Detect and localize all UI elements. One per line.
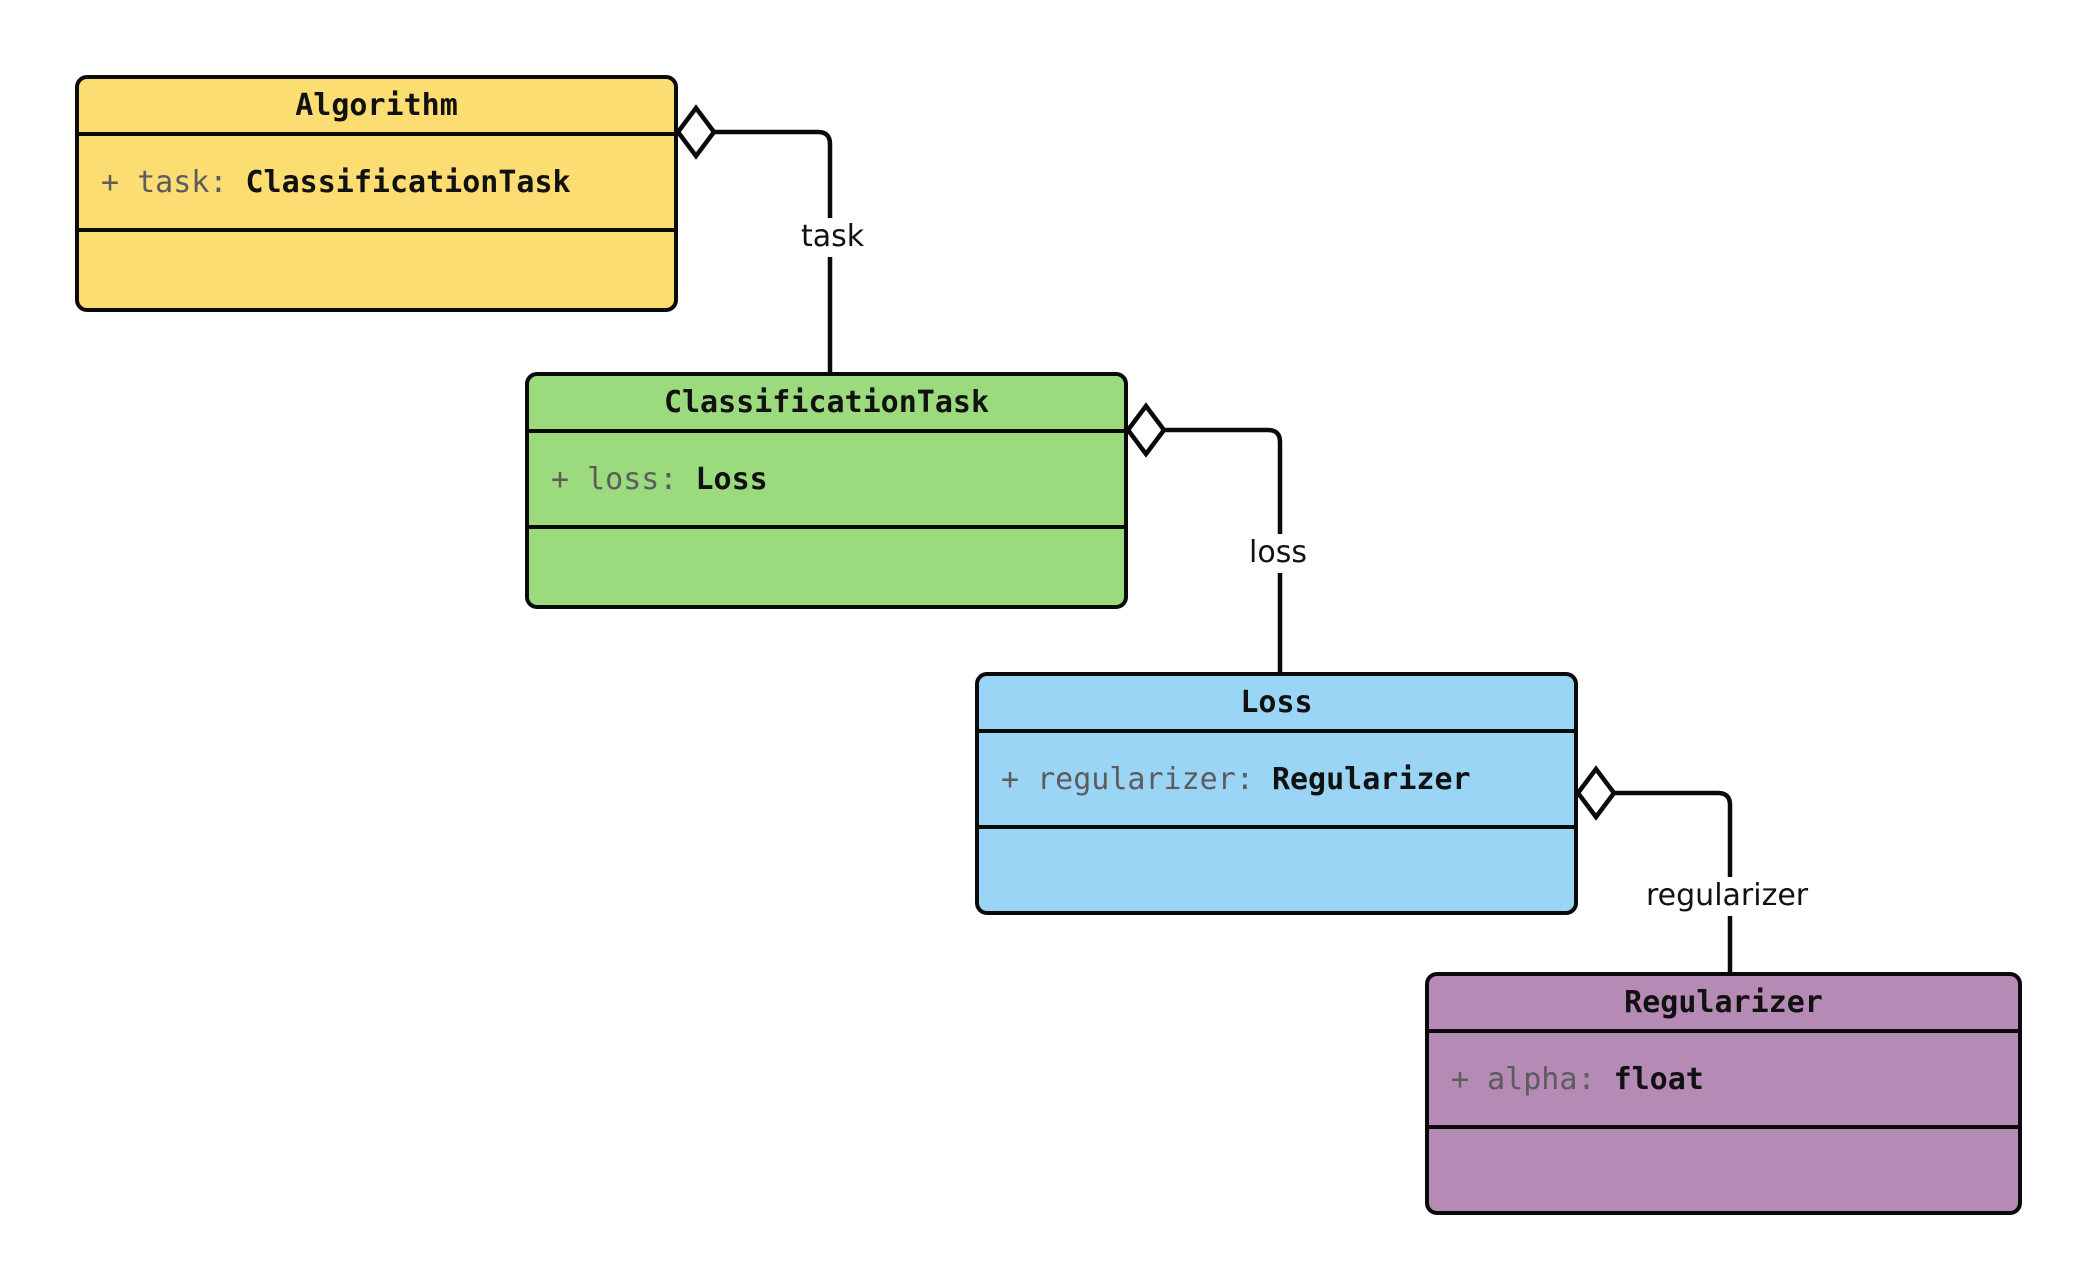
class-attributes-algorithm: + task: ClassificationTask [79,136,674,232]
class-title-loss: Loss [979,676,1574,733]
attribute-visibility: + [551,461,570,497]
class-box-regularizer[interactable]: Regularizer + alpha: float [1425,972,2022,1215]
class-methods-classification-task [529,529,1124,605]
attribute-row: + regularizer: Regularizer [1001,762,1471,797]
class-box-loss[interactable]: Loss + regularizer: Regularizer [975,672,1578,915]
class-box-classification-task[interactable]: ClassificationTask + loss: Loss [525,372,1128,609]
attribute-visibility: + [1451,1061,1470,1097]
aggregation-diamond-loss [1125,402,1167,458]
attribute-name: loss [587,461,660,497]
attribute-separator: : [209,164,228,200]
attribute-type: Regularizer [1271,761,1471,797]
attribute-row: + task: ClassificationTask [101,165,571,200]
attribute-name: regularizer [1037,761,1236,797]
attribute-row: + loss: Loss [551,462,768,497]
class-methods-regularizer [1429,1129,2018,1211]
aggregation-diamond-regularizer [1575,765,1617,821]
class-box-algorithm[interactable]: Algorithm + task: ClassificationTask [75,75,678,312]
attribute-row: + alpha: float [1451,1062,1704,1097]
attribute-visibility: + [1001,761,1020,797]
class-methods-algorithm [79,232,674,308]
attribute-name: alpha [1487,1061,1578,1097]
edge-regularizer [1575,765,1733,972]
attribute-visibility: + [101,164,120,200]
attribute-type: float [1613,1061,1704,1097]
attribute-type: ClassificationTask [245,164,571,200]
attribute-separator: : [659,461,678,497]
class-methods-loss [979,829,1574,911]
attribute-type: Loss [695,461,768,497]
class-title-algorithm: Algorithm [79,79,674,136]
edge-label-task: task [795,218,871,257]
class-attributes-classification-task: + loss: Loss [529,433,1124,529]
class-title-classification-task: ClassificationTask [529,376,1124,433]
aggregation-diamond-task [675,104,717,160]
attribute-separator: : [1235,761,1254,797]
edge-label-regularizer: regularizer [1640,877,1815,916]
edge-label-loss: loss [1243,534,1313,573]
attribute-separator: : [1577,1061,1596,1097]
class-attributes-regularizer: + alpha: float [1429,1033,2018,1129]
class-attributes-loss: + regularizer: Regularizer [979,733,1574,829]
class-title-regularizer: Regularizer [1429,976,2018,1033]
attribute-name: task [137,164,210,200]
